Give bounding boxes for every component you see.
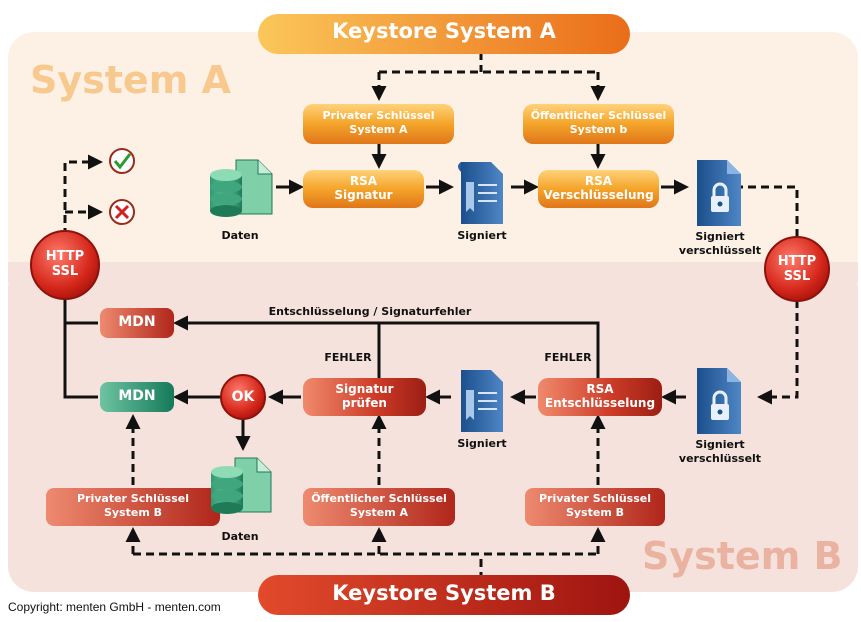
error-line-label: Entschlüsselung / Signaturfehler: [268, 305, 472, 318]
mdn-ok-label: MDN: [118, 388, 156, 404]
rsa-signatur-box: [303, 170, 424, 208]
http-ssl-left: [30, 230, 100, 300]
keystore-a-header: [258, 14, 630, 54]
signed-document-icon-top: [458, 162, 503, 224]
database-icon-top: [210, 159, 273, 217]
signatur-pruefen-box: [303, 378, 426, 416]
mdn-error-label: MDN: [118, 314, 156, 330]
rsa-verschluesselung-box: [538, 170, 659, 208]
private-key-b-right-box: [525, 488, 665, 526]
database-icon-bottom: [211, 457, 272, 514]
system-b-label: System B: [642, 534, 843, 578]
signed-label-top: Signiert: [457, 229, 507, 242]
cross-icon: [109, 199, 135, 225]
rsa-entschluesselung-box: [538, 378, 662, 416]
mdn-error-box: [100, 308, 174, 338]
fehler-left-label: FEHLER: [324, 351, 372, 364]
signed-label-bottom: Signiert: [457, 437, 507, 450]
encrypted-document-icon-top: [697, 160, 741, 226]
ok-label: OK: [231, 389, 255, 405]
private-key-a-box: [303, 104, 454, 144]
keystore-b-footer: [258, 575, 630, 615]
ok-circle: [220, 374, 266, 420]
system-a-area: [8, 32, 858, 282]
data-label-top: Daten: [221, 229, 259, 242]
keystore-a-title: Keystore System A: [332, 19, 556, 43]
signed-document-icon-bottom: [461, 370, 503, 432]
data-label-bottom: Daten: [221, 530, 259, 543]
mdn-ok-box: [100, 382, 174, 412]
keystore-b-title: Keystore System B: [332, 581, 556, 605]
system-a-label: System A: [30, 58, 231, 102]
copyright-text: Copyright: menten GmbH - menten.com: [8, 600, 221, 614]
fehler-right-label: FEHLER: [544, 351, 592, 364]
public-key-a-box: [303, 488, 455, 526]
public-key-b-box: [523, 104, 674, 144]
http-ssl-right: [764, 236, 830, 302]
check-icon: [109, 148, 135, 174]
encrypted-document-icon-bottom: [697, 368, 741, 434]
private-key-b-left-box: [46, 488, 220, 526]
